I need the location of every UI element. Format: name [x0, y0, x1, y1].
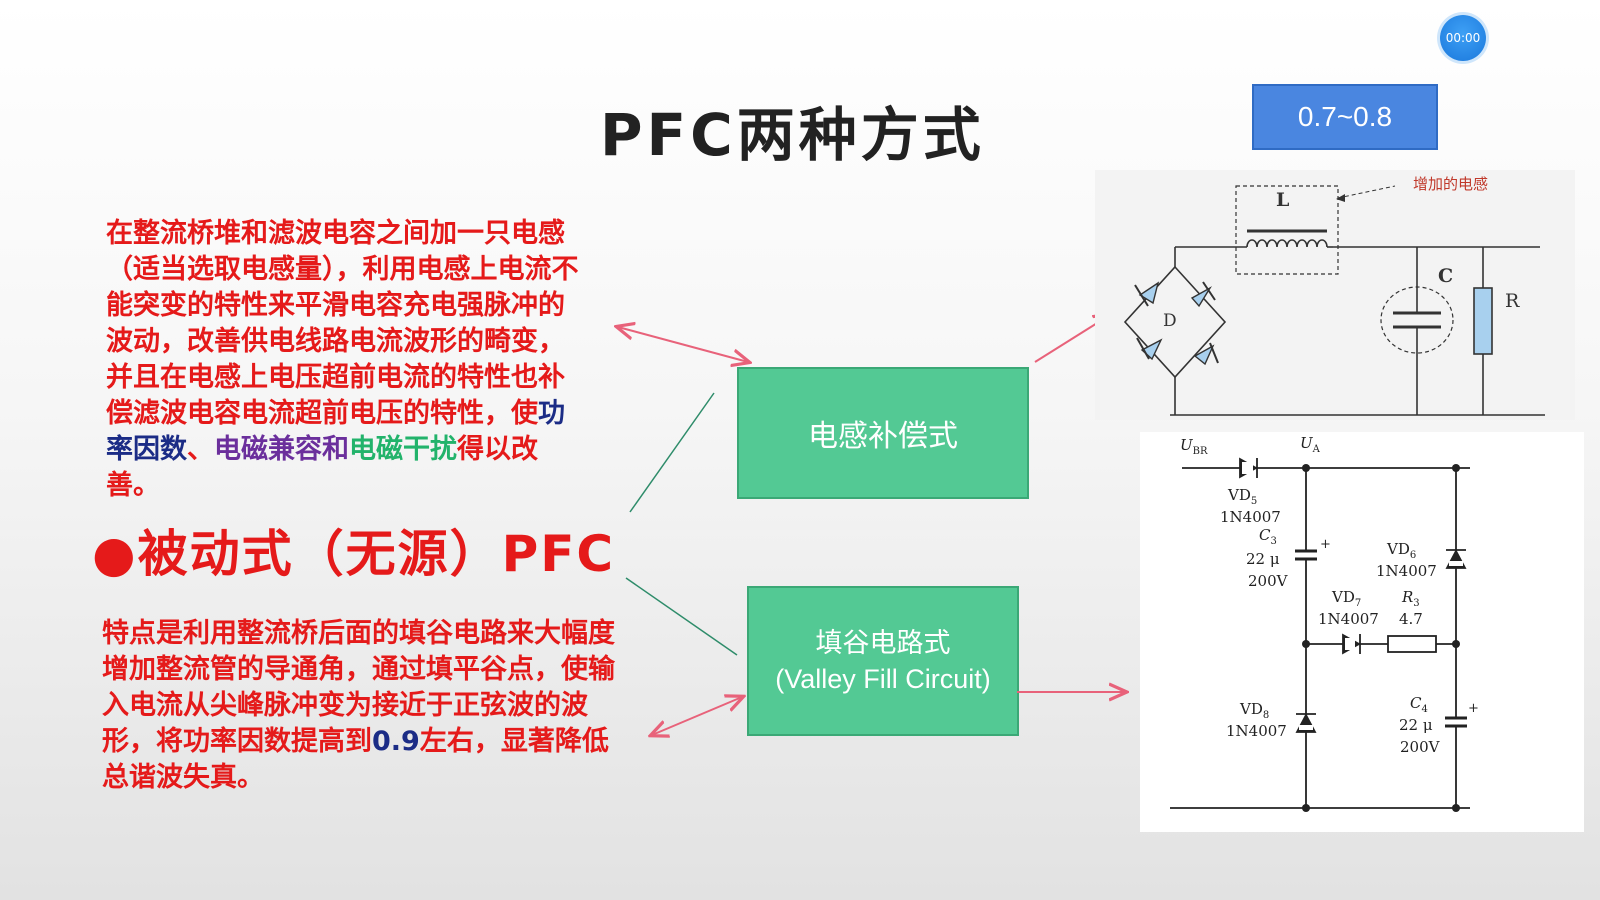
- c4-voltage: 200V: [1400, 738, 1441, 756]
- ubr-label: U: [1180, 436, 1194, 454]
- valley-fill-circuit: UBR UA VD5 1N4007 C3 22 μ 200V + VD6 1N4…: [1140, 432, 1584, 832]
- c3-capacitance: 22 μ: [1246, 550, 1280, 568]
- vd6-sub: 6: [1410, 550, 1416, 561]
- vd8-sub: 8: [1263, 710, 1269, 721]
- vd7-sub: 7: [1355, 598, 1361, 609]
- svg-text:R3: R3: [1401, 588, 1420, 609]
- vd5-name: VD: [1227, 486, 1251, 504]
- desc-separator: 、: [187, 434, 214, 465]
- passive-pfc-heading: ●被动式（无源）PFC: [92, 525, 616, 583]
- box-label: 电感补偿式: [808, 420, 958, 453]
- highlight-pf-value: 0.9: [372, 726, 420, 757]
- diode-bridge-label: D: [1163, 311, 1177, 331]
- c4-capacitance: 22 μ: [1399, 716, 1433, 734]
- c4-plus: +: [1468, 701, 1479, 716]
- box-label-en: (Valley Fill Circuit): [775, 664, 991, 694]
- c3-voltage: 200V: [1248, 572, 1289, 590]
- desc-text-end: 左右，显著降低总谐波失真。: [102, 726, 609, 793]
- c3-plus: +: [1320, 537, 1331, 552]
- timer-badge[interactable]: 00:00: [1440, 15, 1486, 61]
- vd5-part: 1N4007: [1220, 508, 1281, 526]
- valley-fill-description: 特点是利用整流桥后面的填谷电路来大幅度增加整流管的导通角，通过填平谷点，使输入电…: [102, 616, 622, 796]
- r3-sub: 3: [1413, 598, 1419, 609]
- added-inductor-annotation: 增加的电感: [1413, 175, 1488, 193]
- svg-text:VD5: VD5: [1227, 486, 1257, 507]
- arrow-para1-to-box1: [618, 327, 748, 362]
- box-label-cn: 填谷电路式: [815, 628, 951, 658]
- ubr-subscript: BR: [1193, 446, 1208, 457]
- r3-name: R: [1401, 588, 1413, 606]
- inductor-compensation-description: 在整流桥堆和滤波电容之间加一只电感（适当选取电感量），利用电感上电流不能突变的特…: [106, 216, 586, 504]
- power-factor-range-badge: 0.7~0.8: [1252, 84, 1438, 150]
- svg-text:UA: UA: [1300, 434, 1321, 455]
- inductor-compensation-circuit: L C R D 增加的电感: [1095, 170, 1575, 420]
- desc-text: 特点是利用整流桥后面的填谷电路来大幅度增加整流管的导通角，通过填平谷点，使输入电…: [102, 618, 615, 757]
- c4-sub: 4: [1421, 704, 1427, 715]
- vd6-part: 1N4007: [1376, 562, 1437, 580]
- vd7-part: 1N4007: [1318, 610, 1379, 628]
- svg-text:VD8: VD8: [1239, 700, 1269, 721]
- c4-name: C: [1410, 694, 1422, 712]
- inductor-compensation-box: 电感补偿式: [737, 367, 1029, 499]
- r3-value: 4.7: [1399, 610, 1423, 628]
- vd8-part: 1N4007: [1226, 722, 1287, 740]
- vd6-name: VD: [1386, 540, 1410, 558]
- highlight-emc: 电磁兼容和: [214, 434, 349, 465]
- highlight-emi: 电磁干扰: [349, 434, 457, 465]
- slide-title: PFC两种方式: [600, 101, 985, 169]
- svg-text:C4: C4: [1410, 694, 1428, 715]
- inductor-label: L: [1276, 189, 1289, 211]
- vd8-name: VD: [1239, 700, 1263, 718]
- ua-subscript: A: [1312, 444, 1321, 455]
- desc-text: 在整流桥堆和滤波电容之间加一只电感（适当选取电感量），利用电感上电流不能突变的特…: [106, 218, 579, 429]
- ua-label: U: [1300, 434, 1314, 452]
- svg-text:C3: C3: [1259, 526, 1277, 547]
- desc-text-end: 得以改善。: [106, 434, 538, 501]
- valley-fill-box: 填谷电路式 (Valley Fill Circuit): [747, 586, 1019, 736]
- vd5-sub: 5: [1251, 496, 1257, 507]
- svg-text:VD6: VD6: [1386, 540, 1416, 561]
- c3-sub: 3: [1270, 536, 1276, 547]
- arrow-para2-to-box2: [652, 697, 742, 735]
- svg-text:UBR: UBR: [1180, 436, 1208, 457]
- c3-name: C: [1259, 526, 1271, 544]
- highlight-power-factor: 功率因数: [106, 398, 565, 465]
- capacitor-label: C: [1438, 265, 1453, 287]
- resistor-label: R: [1505, 290, 1520, 312]
- vd7-name: VD: [1331, 588, 1355, 606]
- svg-text:VD7: VD7: [1331, 588, 1361, 609]
- line-heading-to-box1: [629, 392, 715, 513]
- line-heading-to-box2: [625, 577, 738, 656]
